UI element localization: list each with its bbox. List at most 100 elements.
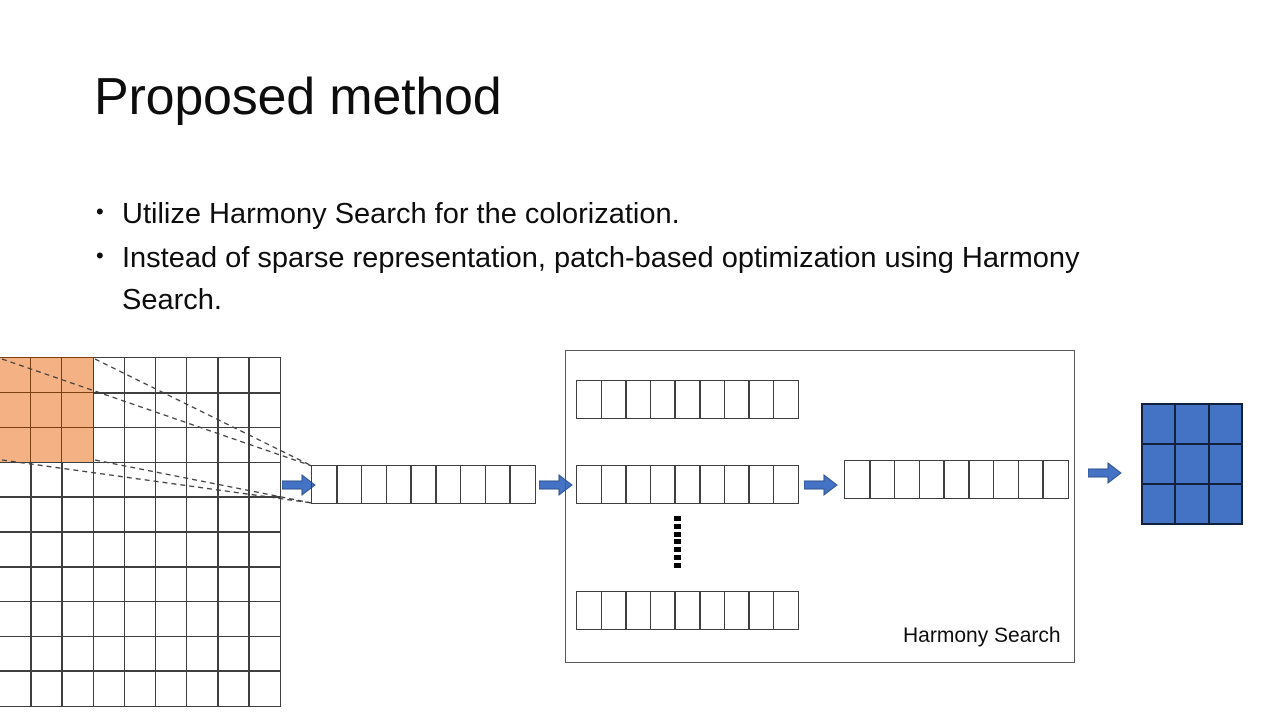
- source-grid-cell: [0, 566, 32, 603]
- ellipsis-dot: [673, 547, 681, 553]
- output-patch-cell: [1141, 443, 1177, 485]
- harmony-memory-row-1: [576, 380, 799, 419]
- arrow-memory-to-best-vector: [804, 473, 838, 497]
- harmony-memory-cell: [698, 380, 726, 419]
- source-grid-patch-cell: [61, 392, 95, 429]
- source-grid-patch-cell: [0, 392, 32, 429]
- patch-vector-cell: [360, 465, 388, 504]
- ellipsis-dot: [673, 531, 681, 537]
- source-grid-cell: [123, 566, 157, 603]
- arrow-grid-to-vector: [282, 473, 316, 497]
- source-grid-cell: [185, 426, 219, 464]
- source-grid-cell: [248, 357, 281, 394]
- source-grid-cell: [154, 531, 188, 568]
- source-grid-cell: [92, 392, 126, 429]
- bullet-item-1-text: Utilize Harmony Search for the colorizat…: [122, 198, 680, 230]
- source-grid-cell: [154, 670, 188, 707]
- source-grid-patch-cell: [0, 426, 32, 464]
- harmony-memory-cell: [723, 591, 750, 630]
- harmony-memory-cell: [600, 380, 627, 419]
- harmony-memory-cell: [625, 380, 652, 419]
- best-vector-cell: [844, 460, 871, 499]
- source-grid-cell: [0, 461, 32, 498]
- harmony-memory-cell: [576, 380, 603, 419]
- source-grid-cell: [185, 496, 219, 533]
- source-grid-cell: [154, 496, 188, 533]
- source-grid-cell: [248, 670, 281, 707]
- harmony-memory-cell: [576, 465, 603, 504]
- harmony-memory-cell: [649, 591, 677, 630]
- harmony-memory-cell: [674, 380, 701, 419]
- bullet-dot-icon: •: [96, 199, 104, 224]
- harmony-memory-cell: [674, 591, 701, 630]
- bullet-item-2-text: Instead of sparse representation, patch-…: [122, 242, 1080, 317]
- source-grid-cell: [154, 635, 188, 672]
- source-grid-cell: [154, 357, 188, 394]
- output-patch-cell: [1207, 483, 1243, 525]
- patch-vector-cell: [435, 465, 462, 504]
- best-vector-cell: [868, 460, 896, 499]
- source-grid-cell: [216, 426, 250, 464]
- harmony-memory-cell: [723, 465, 750, 504]
- source-grid-cell: [0, 670, 32, 707]
- best-vector-cell: [918, 460, 945, 499]
- source-grid-cell: [123, 600, 157, 638]
- source-grid-cell: [185, 600, 219, 638]
- source-grid-cell: [30, 600, 64, 638]
- best-vector-cell: [992, 460, 1020, 499]
- source-grid-cell: [216, 670, 250, 707]
- source-grid-cell: [30, 635, 64, 672]
- source-grid-cell: [185, 461, 219, 498]
- harmony-memory-cell: [600, 465, 627, 504]
- harmony-memory-cell: [772, 591, 799, 630]
- source-grid-cell: [61, 670, 95, 707]
- source-grid-cell: [61, 496, 95, 533]
- source-grid-cell: [123, 496, 157, 533]
- source-grid-cell: [154, 392, 188, 429]
- source-grid-cell: [154, 426, 188, 464]
- harmony-memory-cell: [698, 465, 726, 504]
- patch-vector-cell: [484, 465, 512, 504]
- source-grid-cell: [92, 670, 126, 707]
- output-patch-cell: [1141, 403, 1177, 445]
- source-grid-patch-cell: [61, 426, 95, 464]
- source-grid-cell: [92, 461, 126, 498]
- source-grid-cell: [216, 531, 250, 568]
- source-grid-cell: [61, 635, 95, 672]
- harmony-memory-cell: [649, 465, 677, 504]
- output-patch-cell: [1174, 443, 1210, 485]
- source-grid-cell: [92, 566, 126, 603]
- harmony-memory-cell: [625, 465, 652, 504]
- output-patch-cell: [1207, 403, 1243, 445]
- source-grid-cell: [92, 600, 126, 638]
- patch-vector-cell: [509, 465, 536, 504]
- ellipsis-dot: [673, 555, 681, 561]
- harmony-search-box: [565, 350, 1075, 663]
- harmony-memory-row-3: [576, 591, 799, 630]
- harmony-memory-row-2: [576, 465, 799, 504]
- source-grid-cell: [185, 566, 219, 603]
- source-grid-cell: [216, 635, 250, 672]
- source-grid-cell: [123, 357, 157, 394]
- source-grid-cell: [0, 531, 32, 568]
- patch-vector-cell: [459, 465, 487, 504]
- source-grid-cell: [0, 635, 32, 672]
- source-grid-cell: [0, 496, 32, 533]
- source-grid-cell: [185, 670, 219, 707]
- patch-vector-cell: [311, 465, 338, 504]
- best-harmony-vector: [844, 460, 1069, 499]
- source-grid-cell: [216, 461, 250, 498]
- bullet-list: • Utilize Harmony Search for the coloriz…: [96, 193, 1156, 323]
- source-grid-cell: [30, 461, 64, 498]
- best-vector-cell: [1017, 460, 1045, 499]
- source-grid-cell: [61, 566, 95, 603]
- source-grid-cell: [248, 461, 281, 498]
- colorized-output-patch: [1141, 403, 1243, 525]
- best-vector-cell: [968, 460, 995, 499]
- patch-vector-cell: [335, 465, 363, 504]
- harmony-memory-cell: [723, 380, 750, 419]
- source-grid-cell: [123, 670, 157, 707]
- best-vector-cell: [943, 460, 970, 499]
- output-patch-cell: [1174, 403, 1210, 445]
- source-grid-cell: [216, 600, 250, 638]
